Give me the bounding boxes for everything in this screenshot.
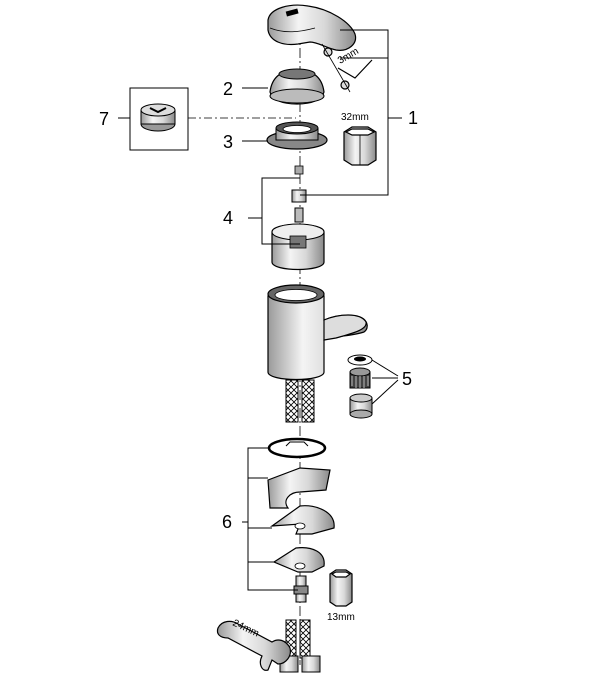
hex-socket-icon	[343, 126, 377, 166]
callout-4: 4	[223, 208, 233, 228]
hose-icon	[285, 379, 315, 423]
callout-6-bracket	[242, 447, 298, 591]
socket-large-size-label: 32mm	[341, 112, 369, 123]
socket-small-size-label: 13mm	[327, 612, 355, 623]
aerator-icon	[347, 354, 373, 419]
callout-3: 3	[223, 132, 233, 152]
faucet-body-icon	[267, 284, 368, 381]
clamp-plate-icon	[267, 437, 335, 603]
cartridge-icon	[271, 165, 325, 271]
cap-ring-icon	[269, 68, 325, 105]
allen-key-icon	[321, 43, 373, 93]
lever-handle-icon	[267, 4, 357, 51]
hex-socket-icon	[329, 569, 353, 607]
part-7-box	[129, 87, 189, 151]
wrench-icon	[216, 620, 291, 671]
callout-1: 1	[408, 108, 418, 128]
nut-ring-icon	[266, 121, 328, 150]
callout-1-bracket	[300, 29, 402, 196]
callout-6: 6	[222, 512, 232, 532]
callout-5-bracket	[371, 359, 399, 405]
callout-5: 5	[402, 369, 412, 389]
callout-2: 2	[223, 79, 233, 99]
callout-7: 7	[99, 109, 109, 129]
callout-4-bracket	[248, 177, 300, 245]
